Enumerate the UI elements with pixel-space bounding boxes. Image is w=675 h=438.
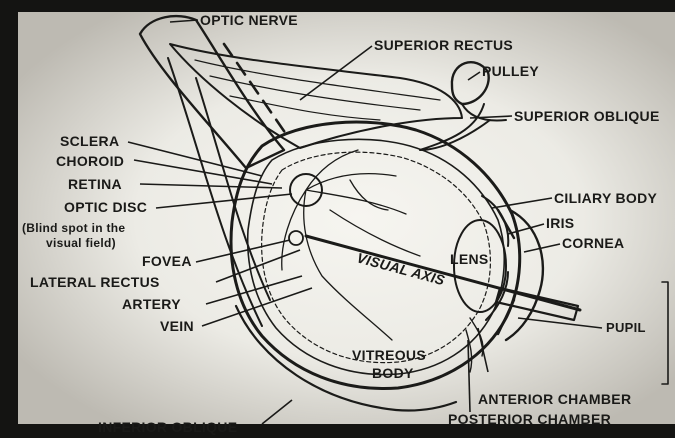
label-pulley: PULLEY	[482, 63, 539, 79]
label-cornea: CORNEA	[562, 235, 624, 251]
label-anterior-chamber: ANTERIOR CHAMBER	[478, 391, 631, 407]
label-blind-spot-line2: visual field)	[46, 236, 116, 250]
label-fovea: FOVEA	[142, 253, 192, 269]
label-choroid: CHOROID	[56, 153, 124, 169]
label-posterior-chamber: POSTERIOR CHAMBER	[448, 411, 611, 427]
label-pupil: PUPIL	[606, 320, 646, 335]
label-vitreous-line1: VITREOUS	[352, 347, 426, 363]
label-sclera: SCLERA	[60, 133, 119, 149]
label-optic-disc: OPTIC DISC	[64, 199, 147, 215]
label-lateral-rectus: LATERAL RECTUS	[30, 274, 160, 290]
label-artery: ARTERY	[122, 296, 181, 312]
label-inferior-oblique: INFERIOR OBLIQUE	[98, 419, 237, 435]
label-iris: IRIS	[546, 215, 574, 231]
label-vitreous-line2: BODY	[372, 365, 414, 381]
label-retina: RETINA	[68, 176, 122, 192]
paper-area	[18, 12, 675, 424]
label-blind-spot-line1: (Blind spot in the	[22, 221, 125, 235]
label-superior-oblique: SUPERIOR OBLIQUE	[514, 108, 660, 124]
label-superior-rectus: SUPERIOR RECTUS	[374, 37, 513, 53]
label-ciliary-body: CILIARY BODY	[554, 190, 658, 206]
label-vein: VEIN	[160, 318, 194, 334]
label-optic-nerve: OPTIC NERVE	[200, 12, 298, 28]
label-lens: LENS	[450, 251, 489, 267]
